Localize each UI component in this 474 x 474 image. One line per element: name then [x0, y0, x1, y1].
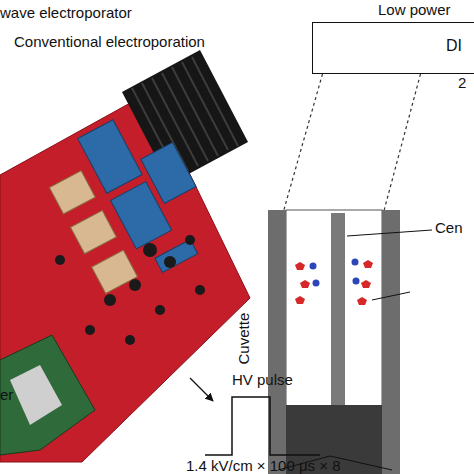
- arrow: [190, 378, 213, 401]
- capacitor: [104, 294, 116, 306]
- cuvette-interior: [286, 210, 382, 474]
- particle-blue: [313, 280, 320, 287]
- cuvette-wall: [382, 210, 400, 474]
- label-text: Cen: [435, 219, 463, 236]
- capacitor: [55, 255, 65, 265]
- device-box: DI: [312, 22, 474, 74]
- transformer: [70, 210, 116, 253]
- capacitor: [85, 325, 95, 335]
- label-text: HV pulse: [232, 371, 293, 388]
- pulse-waveform: [205, 397, 320, 455]
- node-text: Cuvette: [235, 313, 252, 365]
- label-text: er: [0, 386, 13, 403]
- label-text: wave electroporator: [0, 4, 132, 21]
- particle-red: [295, 262, 305, 270]
- transformer: [49, 171, 95, 214]
- node-text: DI: [446, 37, 462, 55]
- dotted-connector: [284, 74, 323, 210]
- label-text: Low power: [378, 1, 451, 18]
- particle-red: [357, 297, 367, 305]
- capacitor: [155, 305, 165, 315]
- capacitor: [143, 243, 157, 257]
- heatsink-small: [10, 365, 62, 425]
- cuvette: Cuvette: [268, 210, 400, 474]
- capacitor: [164, 256, 176, 268]
- capacitor: [129, 279, 141, 291]
- leader-line: [372, 292, 410, 300]
- center-electrode: [331, 213, 345, 408]
- label-text: 1.4 kV/cm × 100 μs × 8: [186, 457, 341, 474]
- particle-blue: [352, 259, 359, 266]
- capacitor: [125, 335, 135, 345]
- particle-red: [361, 280, 371, 288]
- daughter-board: [0, 335, 95, 455]
- heatsink: [122, 50, 248, 184]
- relay: [141, 142, 196, 203]
- particle-blue: [310, 263, 317, 270]
- leader-line: [347, 230, 432, 236]
- dotted-connector: [384, 74, 420, 210]
- particle-red: [295, 296, 305, 304]
- label-text: 2: [458, 74, 466, 91]
- particle-red: [300, 280, 310, 288]
- capacitor: [195, 285, 205, 295]
- particle-red: [363, 260, 373, 268]
- label-text: Conventional electroporation: [14, 33, 205, 50]
- particles: [295, 259, 373, 306]
- capacitor-group: [55, 235, 205, 345]
- capacitor: [185, 235, 195, 245]
- particle-blue: [353, 278, 360, 285]
